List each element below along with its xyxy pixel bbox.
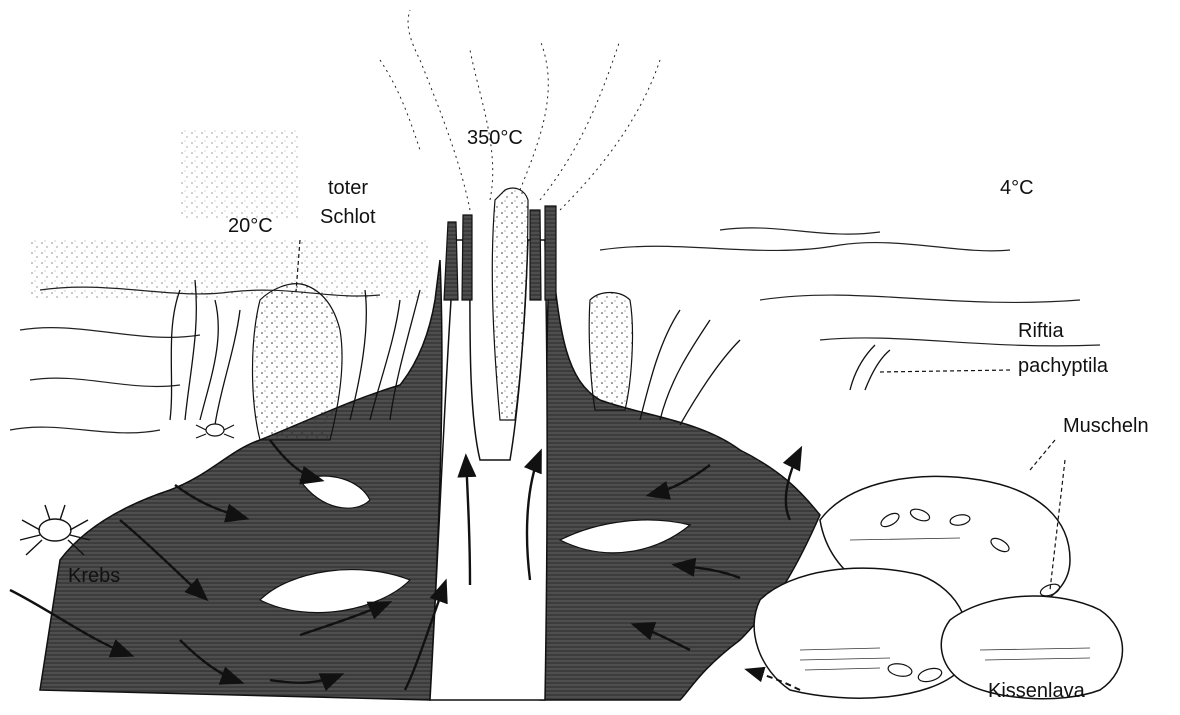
label-temp-dead-chimney: 20°C — [228, 215, 273, 237]
label-dead-chimney-line2: Schlot — [320, 206, 376, 228]
label-temp-vent: 350°C — [467, 127, 523, 149]
smoke-plume — [380, 10, 660, 210]
right-dead-chimney — [589, 293, 632, 411]
label-riftia-line1: Riftia — [1018, 320, 1064, 342]
label-riftia-line2: pachyptila — [1018, 355, 1109, 377]
dead-chimney — [253, 284, 342, 440]
small-crab-icon — [196, 424, 234, 438]
label-mussels: Muscheln — [1063, 415, 1149, 437]
label-pillow-lava: Kissenlava — [988, 680, 1086, 702]
label-crab: Krebs — [68, 565, 120, 587]
central-conduit — [430, 240, 547, 700]
rock-cross-section — [40, 260, 442, 700]
label-temp-ambient: 4°C — [1000, 177, 1034, 199]
label-dead-chimney-line1: toter — [328, 177, 368, 199]
